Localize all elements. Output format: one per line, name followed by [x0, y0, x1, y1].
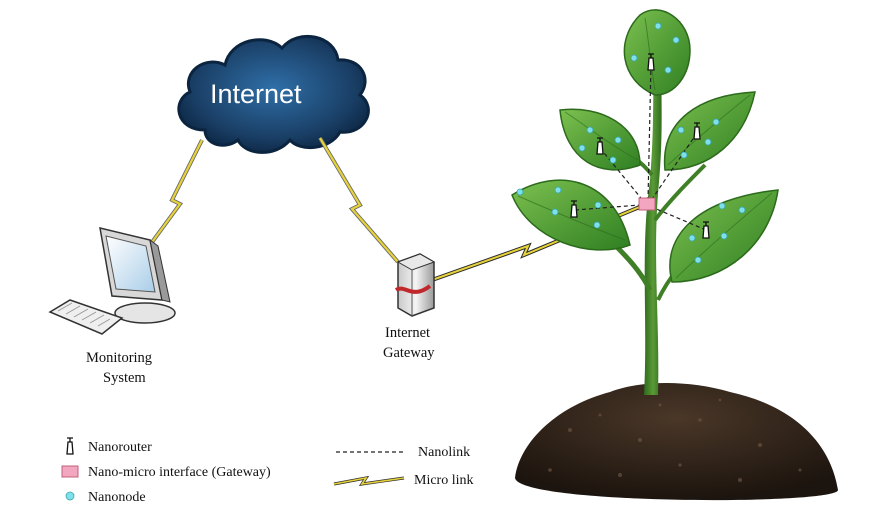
- nanonode: [593, 221, 601, 229]
- nanonode: [720, 232, 728, 240]
- soil-mound: [515, 383, 838, 501]
- nanorouter-icon: [596, 137, 604, 155]
- nanonode: [578, 144, 586, 152]
- legend: Nanorouter Nano-micro interface (Gateway…: [61, 437, 474, 505]
- nanonodes: [516, 22, 746, 264]
- legend-nanorouter-label: Nanorouter: [88, 440, 152, 455]
- nanonode: [516, 188, 524, 196]
- nanorouter-icon: [570, 200, 578, 218]
- leaf-upper-right: [663, 91, 756, 171]
- nanonode: [586, 126, 594, 134]
- legend-interface-label: Nano-micro interface (Gateway): [88, 465, 271, 480]
- nanonode: [554, 186, 562, 194]
- nanolink-top: [647, 63, 652, 201]
- legend-interface-icon: [61, 465, 79, 478]
- nanonode: [694, 256, 702, 264]
- internet-cloud: Internet: [177, 34, 370, 154]
- internet-gateway: Internet Gateway: [383, 253, 435, 361]
- nanonode: [688, 234, 696, 242]
- leaf-top: [623, 9, 691, 96]
- nanonode: [712, 118, 720, 126]
- nanonode: [551, 208, 559, 216]
- server-red-stripe: [394, 284, 432, 294]
- monitoring-label-line2: System: [103, 370, 146, 386]
- nanolinks: [574, 63, 707, 231]
- legend-microlink-label: Micro link: [414, 473, 474, 488]
- monitor-screen: [105, 235, 156, 293]
- nanonode: [614, 136, 622, 144]
- nanonode: [654, 22, 662, 30]
- keyboard: [48, 299, 124, 335]
- legend-nanonode-label: Nanonode: [88, 490, 146, 505]
- nanonode: [680, 151, 688, 159]
- gateway-label-line1: Internet: [385, 325, 430, 341]
- monitoring-system: Monitoring System: [48, 227, 176, 386]
- monitoring-label-line1: Monitoring: [86, 350, 152, 366]
- nanonode: [672, 36, 680, 44]
- soil-texture: [548, 398, 802, 482]
- gateway-label-line2: Gateway: [383, 345, 435, 361]
- nanolink-lower-right: [653, 207, 707, 231]
- nanonode: [677, 126, 685, 134]
- nanorouter-icon: [693, 122, 701, 140]
- nanorouter-icon: [647, 53, 655, 71]
- nanonode: [594, 201, 602, 209]
- nanorouters: [570, 53, 710, 239]
- cloud-shape: [177, 34, 370, 154]
- legend-nanolink-label: Nanolink: [418, 445, 470, 460]
- nanolink-lower-left: [574, 204, 641, 211]
- plant-stem: [644, 40, 662, 395]
- nanonode: [609, 156, 617, 164]
- legend-nanonode-icon: [65, 491, 75, 501]
- nanorouter-icon: [702, 221, 710, 239]
- nanonode: [630, 54, 638, 62]
- cloud-label: Internet: [210, 79, 302, 109]
- nanonode: [664, 66, 672, 74]
- nano-micro-interface: [638, 197, 656, 211]
- nanolink-upper-left: [599, 147, 646, 204]
- nanonode: [738, 206, 746, 214]
- nanonode: [704, 138, 712, 146]
- legend-nanorouter-icon: [66, 437, 74, 455]
- nanonode: [718, 202, 726, 210]
- monitor-stand: [114, 302, 176, 324]
